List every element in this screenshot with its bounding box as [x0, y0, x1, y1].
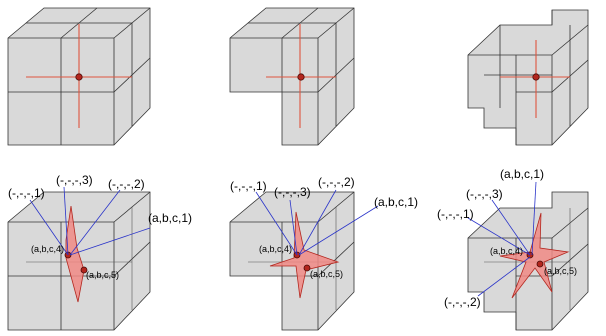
- node-label: (-,-,-,1): [8, 186, 45, 200]
- vertex-node: [76, 74, 82, 80]
- node-label: (-,-,-,3): [56, 173, 93, 187]
- cube-cluster-top-left: [8, 8, 150, 145]
- node-label: (a,b,c,5): [86, 270, 119, 280]
- node-label: (a,b,c,1): [148, 211, 192, 225]
- node-label: (-,-,-,1): [437, 207, 474, 221]
- vertex-node: [533, 74, 539, 80]
- node-label: (-,-,-,3): [274, 185, 311, 199]
- cube-cluster-bottom-middle: (-,-,-,1) (-,-,-,3) (-,-,-,2) (a,b,c,1) …: [230, 175, 418, 330]
- node-label: (a,b,c,1): [500, 167, 544, 181]
- node-label: (a,b,c,5): [310, 269, 343, 279]
- node-label: (-,-,-,1): [230, 179, 267, 193]
- cube-cluster-bottom-right: (a,b,c,1) (-,-,-,3) (-,-,-,1) (a,b,c,4) …: [437, 167, 588, 330]
- vertex-node: [298, 74, 304, 80]
- node-label: (-,-,-,2): [108, 177, 145, 191]
- cube-cluster-top-middle: [230, 8, 354, 145]
- node-label: (a,b,c,4): [490, 246, 523, 256]
- node-label: (a,b,c,5): [544, 266, 577, 276]
- node-label: (a,b,c,1): [374, 195, 418, 209]
- cube-cluster-bottom-left: (-,-,-,1) (-,-,-,3) (-,-,-,2) (a,b,c,1) …: [8, 173, 192, 330]
- vertex-node: [537, 261, 543, 267]
- node-label: (a,b,c,4): [31, 244, 64, 254]
- node-label: (-,-,-,2): [318, 175, 355, 189]
- cube-cluster-top-right: [468, 10, 588, 145]
- node-label: (-,-,-,2): [444, 295, 481, 309]
- node-label: (-,-,-,3): [466, 187, 503, 201]
- node-label: (a,b,c,4): [259, 244, 292, 254]
